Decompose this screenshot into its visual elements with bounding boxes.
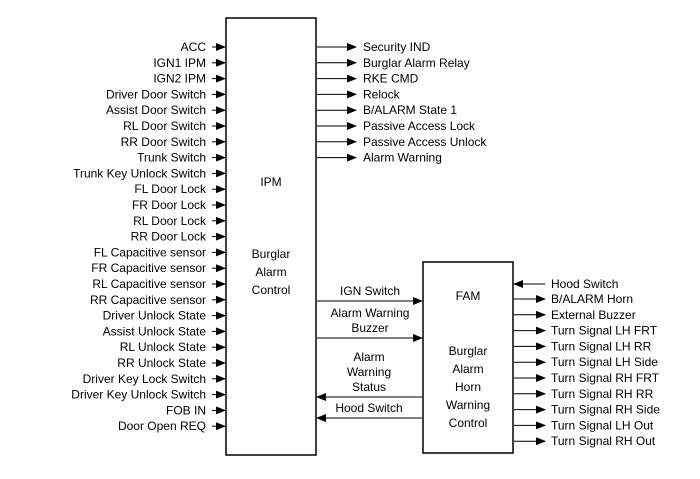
fam-output-label-turn-signal-lh-side: Turn Signal LH Side xyxy=(551,355,658,369)
ipm-output-label-security-ind: Security IND xyxy=(363,40,431,54)
link-ipm-to-fam-label-ign-switch: IGN Switch xyxy=(340,284,400,298)
ipm-input-label-trunk-switch: Trunk Switch xyxy=(137,151,206,165)
ipm-output-label-passive-access-unlock: Passive Access Unlock xyxy=(363,135,487,149)
ipm-input-label-rr-door-switch: RR Door Switch xyxy=(121,135,206,149)
fam-function-line-alarm: Alarm xyxy=(452,362,483,376)
ipm-function-line-burglar: Burglar xyxy=(252,247,291,261)
ipm-box xyxy=(225,17,317,456)
ipm-input-label-rl-capacitive-sensor: RL Capacitive sensor xyxy=(92,277,206,291)
fam-input-label-hood-switch: Hood Switch xyxy=(551,277,618,291)
fam-output-label-turn-signal-lh-frt: Turn Signal LH FRT xyxy=(551,324,658,338)
fam-function-line-control: Control xyxy=(449,416,488,430)
ipm-input-label-fob-in: FOB IN xyxy=(166,403,206,417)
ipm-input-label-trunk-key-unlock-switch: Trunk Key Unlock Switch xyxy=(73,166,206,180)
link-ipm-to-fam-label-buzzer: Buzzer xyxy=(351,321,388,335)
fam-output-label-b-alarm-horn: B/ALARM Horn xyxy=(551,292,633,306)
fam-function-line-burglar: Burglar xyxy=(449,344,488,358)
ipm-input-label-fr-door-lock: FR Door Lock xyxy=(132,198,207,212)
ipm-input-label-rl-door-switch: RL Door Switch xyxy=(123,119,206,133)
ipm-input-label-driver-key-lock-switch: Driver Key Lock Switch xyxy=(83,372,206,386)
ipm-input-label-fr-capacitive-sensor: FR Capacitive sensor xyxy=(91,261,206,275)
ipm-function-line-alarm: Alarm xyxy=(255,265,286,279)
fam-output-label-turn-signal-rh-frt: Turn Signal RH FRT xyxy=(551,371,660,385)
fam-input-signals: Hood Switch xyxy=(513,277,618,291)
ipm-function-line-control: Control xyxy=(252,283,291,297)
fam-output-label-turn-signal-rh-rr: Turn Signal RH RR xyxy=(551,387,654,401)
ipm-input-label-ign2-ipm: IGN2 IPM xyxy=(153,72,206,86)
fam-title: FAM xyxy=(456,289,481,303)
ipm-input-label-rr-unlock-state: RR Unlock State xyxy=(117,356,206,370)
ipm-input-label-fl-capacitive-sensor: FL Capacitive sensor xyxy=(94,245,206,259)
ipm-output-label-b-alarm-state-1: B/ALARM State 1 xyxy=(363,103,457,117)
fam-output-label-external-buzzer: External Buzzer xyxy=(551,308,636,322)
ipm-input-label-door-open-req: Door Open REQ xyxy=(118,419,206,433)
ipm-input-label-rl-unlock-state: RL Unlock State xyxy=(120,340,207,354)
ipm-input-label-acc: ACC xyxy=(181,40,207,54)
ipm-input-label-rl-door-lock: RL Door Lock xyxy=(133,214,207,228)
ipm-input-label-rr-door-lock: RR Door Lock xyxy=(131,230,207,244)
fam-function-line-warning: Warning xyxy=(446,398,490,412)
fam-function-line-horn: Horn xyxy=(455,380,481,394)
ipm-input-label-driver-key-unlock-switch: Driver Key Unlock Switch xyxy=(71,388,206,402)
ipm-input-label-driver-unlock-state: Driver Unlock State xyxy=(103,309,207,323)
ipm-output-label-alarm-warning: Alarm Warning xyxy=(363,151,442,165)
ipm-input-label-fl-door-lock: FL Door Lock xyxy=(134,182,207,196)
ipm-title: IPM xyxy=(260,175,281,189)
ipm-input-label-ign1-ipm: IGN1 IPM xyxy=(153,56,206,70)
ipm-output-label-relock: Relock xyxy=(363,87,401,101)
ipm-output-label-rke-cmd: RKE CMD xyxy=(363,72,419,86)
link-ipm-to-fam-label-alarm-warning: Alarm Warning xyxy=(331,306,410,320)
fam-output-label-turn-signal-lh-rr: Turn Signal LH RR xyxy=(551,339,652,353)
fam-box xyxy=(422,261,514,454)
ipm-input-label-assist-door-switch: Assist Door Switch xyxy=(106,103,206,117)
fam-output-label-turn-signal-rh-side: Turn Signal RH Side xyxy=(551,403,660,417)
link-fam-to-ipm-label-alarm: Alarm xyxy=(353,350,384,364)
ipm-input-label-driver-door-switch: Driver Door Switch xyxy=(106,87,206,101)
link-fam-to-ipm-label-warning: Warning xyxy=(347,365,391,379)
ipm-input-label-rr-capacitive-sensor: RR Capacitive sensor xyxy=(90,293,206,307)
link-fam-to-ipm-label-hood-switch: Hood Switch xyxy=(335,401,402,415)
link-fam-to-ipm-label-status: Status xyxy=(352,380,386,394)
ipm-output-label-passive-access-lock: Passive Access Lock xyxy=(363,119,476,133)
fam-output-label-turn-signal-lh-out: Turn Signal LH Out xyxy=(551,418,654,432)
ipm-input-label-assist-unlock-state: Assist Unlock State xyxy=(103,324,207,338)
ipm-output-label-burglar-alarm-relay: Burglar Alarm Relay xyxy=(363,56,470,70)
fam-output-label-turn-signal-rh-out: Turn Signal RH Out xyxy=(551,434,656,448)
